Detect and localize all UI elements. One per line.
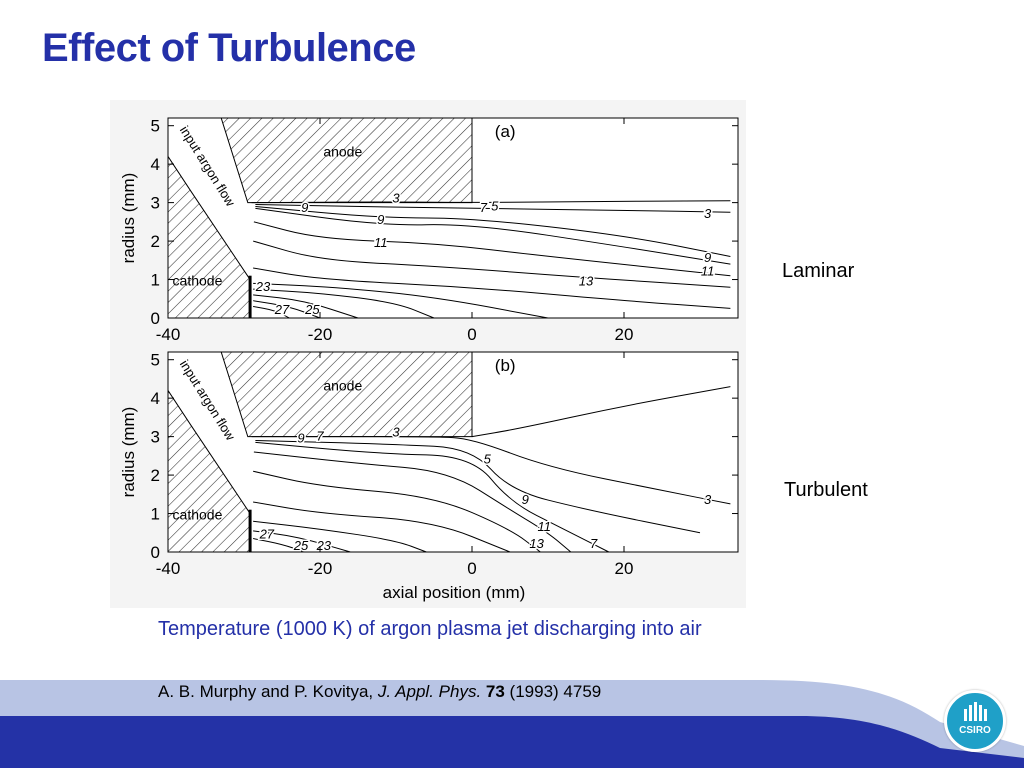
x-tick-label: -20 xyxy=(308,325,333,344)
contour-label: 9 xyxy=(297,430,304,445)
y-tick-label: 4 xyxy=(151,155,160,174)
anode-region xyxy=(220,117,473,204)
plot-frame xyxy=(167,351,739,553)
contour-line xyxy=(253,530,351,553)
y-axis-label: radius (mm) xyxy=(119,407,138,498)
x-tick-label: -40 xyxy=(156,559,181,578)
contour-line xyxy=(253,288,435,319)
contour-label: 7 xyxy=(316,428,324,443)
contour-line xyxy=(253,300,321,319)
x-tick-label: 20 xyxy=(615,325,634,344)
anode-label: anode xyxy=(323,377,362,393)
contour-line xyxy=(255,205,731,257)
contour-label: 11 xyxy=(701,264,715,279)
cathode-label: cathode xyxy=(173,272,223,288)
x-tick-label: 0 xyxy=(467,325,476,344)
contour-label: 3 xyxy=(704,492,712,507)
y-tick-label: 2 xyxy=(151,466,160,485)
panel-label: (b) xyxy=(495,356,516,375)
x-tick-label: -20 xyxy=(308,559,333,578)
contour-line xyxy=(253,221,731,277)
contour-line xyxy=(255,204,731,213)
cathode-label: cathode xyxy=(173,506,223,522)
slide-title: Effect of Turbulence xyxy=(42,26,416,70)
footer-bar xyxy=(0,716,1024,768)
contour-label: 5 xyxy=(491,198,499,213)
contour-label: 27 xyxy=(259,527,275,542)
citation-volume: 73 xyxy=(485,682,505,701)
contour-label: 13 xyxy=(579,273,594,288)
y-tick-label: 3 xyxy=(151,194,160,213)
turbulent-label: Turbulent xyxy=(784,479,868,501)
plot-frame xyxy=(167,117,739,319)
contour-label: 3 xyxy=(704,206,712,221)
contour-line xyxy=(253,282,549,319)
contour-label: 9 xyxy=(301,200,308,215)
contour-label: 25 xyxy=(304,302,320,317)
contour-label: 7 xyxy=(480,200,488,215)
y-tick-label: 4 xyxy=(151,389,160,408)
contour-label: 5 xyxy=(484,452,492,467)
citation-rest: (1993) 4759 xyxy=(504,682,602,701)
contour-line xyxy=(253,501,511,553)
contour-line xyxy=(252,240,731,288)
figure-caption: Temperature (1000 K) of argon plasma jet… xyxy=(158,618,702,640)
contour-line xyxy=(471,386,731,438)
contour-label: 13 xyxy=(529,536,544,551)
y-tick-label: 5 xyxy=(151,117,160,136)
contour-label: 9 xyxy=(377,212,384,227)
citation: A. B. Murphy and P. Kovitya, J. Appl. Ph… xyxy=(158,682,601,702)
citation-authors: A. B. Murphy and P. Kovitya, xyxy=(158,682,378,701)
contour-line xyxy=(255,441,610,553)
csiro-logo-icon xyxy=(964,702,987,721)
contour-label: 9 xyxy=(704,250,711,265)
contour-line xyxy=(253,451,572,553)
y-tick-label: 0 xyxy=(151,309,160,328)
y-axis-label: radius (mm) xyxy=(119,173,138,264)
contour-label: 23 xyxy=(316,538,332,553)
contour-label: 11 xyxy=(374,235,388,250)
y-tick-label: 5 xyxy=(151,351,160,370)
csiro-logo: CSIRO xyxy=(944,690,1006,752)
footer-band xyxy=(0,680,1024,768)
anode-label: anode xyxy=(323,143,362,159)
contour-line xyxy=(255,439,701,534)
contour-label: 11 xyxy=(537,519,551,534)
x-tick-label: 20 xyxy=(615,559,634,578)
contour-line xyxy=(253,267,731,309)
contour-line xyxy=(253,520,427,553)
contour-label: 23 xyxy=(255,279,271,294)
x-axis-label: axial position (mm) xyxy=(383,583,526,602)
anode-region xyxy=(220,351,473,438)
contour-label: 9 xyxy=(522,492,529,507)
x-tick-label: -40 xyxy=(156,325,181,344)
contour-label: 25 xyxy=(293,538,309,553)
y-tick-label: 0 xyxy=(151,543,160,562)
laminar-label: Laminar xyxy=(782,260,855,282)
contour-label: 3 xyxy=(392,425,400,440)
contour-line xyxy=(251,200,731,204)
y-tick-label: 3 xyxy=(151,428,160,447)
y-tick-label: 1 xyxy=(151,505,160,524)
panel-label: (a) xyxy=(495,122,516,141)
contour-label: 27 xyxy=(274,302,290,317)
contour-line xyxy=(253,305,290,319)
y-tick-label: 1 xyxy=(151,271,160,290)
contour-line xyxy=(255,207,731,265)
contour-label: 3 xyxy=(392,191,400,206)
contour-label: 7 xyxy=(590,536,598,551)
csiro-logo-text: CSIRO xyxy=(959,725,991,736)
y-tick-label: 2 xyxy=(151,232,160,251)
contour-line xyxy=(253,470,541,553)
citation-journal: J. Appl. Phys. xyxy=(377,682,482,701)
contour-line xyxy=(253,294,359,319)
contour-line xyxy=(253,538,305,553)
contour-line xyxy=(251,436,731,505)
x-tick-label: 0 xyxy=(467,559,476,578)
